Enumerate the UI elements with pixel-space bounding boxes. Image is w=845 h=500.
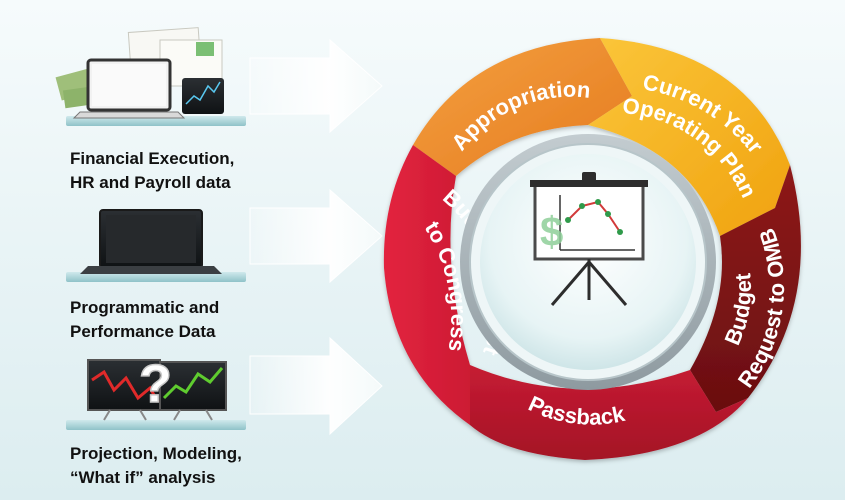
input-label-programmatic-line1: Programmatic and bbox=[70, 298, 220, 317]
input-arrow-1 bbox=[249, 38, 383, 134]
input-label-projection-line2: “What if” analysis bbox=[70, 468, 216, 487]
input-arrow-2 bbox=[249, 188, 383, 284]
input-label-projection-line1: Projection, Modeling, bbox=[70, 444, 242, 463]
segment-current-year-operating-plan bbox=[588, 38, 790, 236]
input-label-programmatic-line2: Performance Data bbox=[70, 322, 216, 341]
svg-text:?: ? bbox=[139, 354, 172, 414]
presentation-chart-icon: $ bbox=[530, 172, 648, 306]
segment-budget-request-to-congress bbox=[383, 145, 470, 425]
input-label-financial: Financial Execution, HR and Payroll data bbox=[70, 147, 330, 195]
laptop-icon bbox=[66, 209, 246, 282]
input-label-financial-line2: HR and Payroll data bbox=[70, 173, 231, 192]
segment-passback bbox=[470, 365, 748, 460]
laptop-with-documents-icon bbox=[55, 27, 246, 126]
segment-appropriation bbox=[413, 38, 632, 176]
input-label-financial-line1: Financial Execution, bbox=[70, 149, 235, 168]
input-arrow-3 bbox=[249, 336, 383, 436]
input-label-projection: Projection, Modeling, “What if” analysis bbox=[70, 442, 330, 490]
segment-budget-request-to-omb bbox=[690, 165, 801, 412]
cycle-ring bbox=[383, 38, 801, 460]
stock-chart-question-icon: ? bbox=[66, 353, 246, 430]
svg-text:$: $ bbox=[540, 208, 563, 255]
input-label-programmatic: Programmatic and Performance Data bbox=[70, 296, 330, 344]
